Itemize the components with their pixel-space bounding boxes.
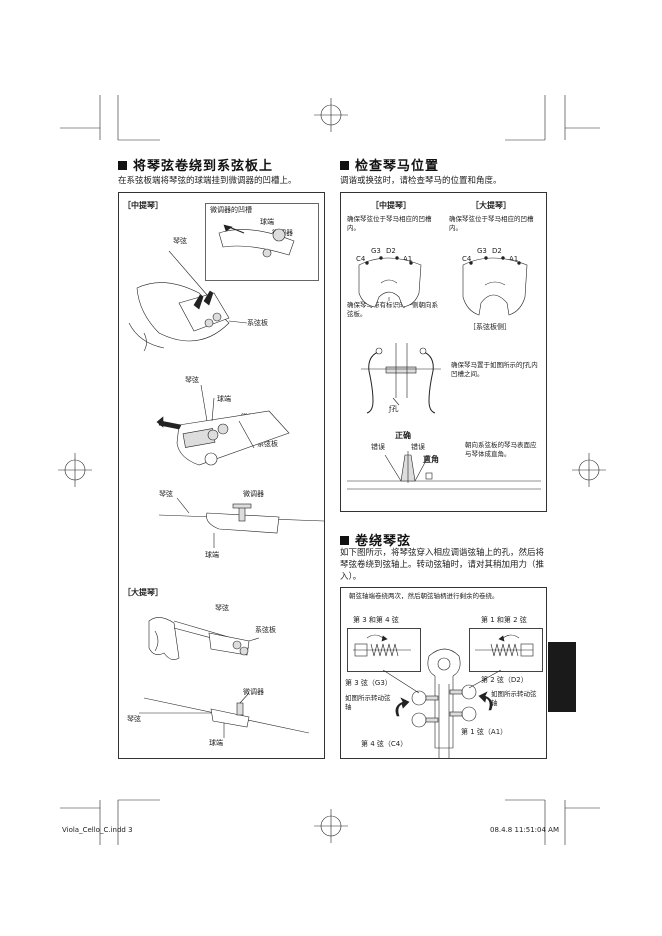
square-bullet-icon xyxy=(118,161,127,170)
section-tab xyxy=(548,642,576,712)
bridge-illustrations xyxy=(341,193,546,511)
right-bottom-body: 如下图所示，将琴弦穿入相应调谐弦轴上的孔，然后将琴弦卷绕到弦轴上。转动弦轴时，请… xyxy=(340,547,546,583)
bridge-panel: ［中提琴］ ［大提琴］ 确保琴弦位于琴马相应的凹槽内。 确保琴弦位于琴马相应的凹… xyxy=(340,192,547,512)
left-panel: ［中提琴］ ［大提琴］ 微调器的凹槽 球端 微调器 琴弦 系弦板 琴弦 球端 微… xyxy=(118,192,325,759)
footer-file: Viola_Cello_C.indd 3 xyxy=(62,826,133,834)
pegbox-illustration xyxy=(341,588,546,758)
square-bullet-icon xyxy=(340,536,349,545)
viola-tailpiece-illustration xyxy=(119,193,324,758)
left-section-subtitle: 在系弦板端将琴弦的球端挂到微调器的凹槽上。 xyxy=(118,175,297,187)
footer-timestamp: 08.4.8 11:51:04 AM xyxy=(490,826,559,834)
square-bullet-icon xyxy=(340,161,349,170)
left-section-title: 将琴弦卷绕到系弦板上 xyxy=(118,155,273,174)
winding-panel: 朝弦轴端卷绕两次，然后朝弦轴柄进行剩余的卷绕。 第 3 和第 4 弦 第 1 和… xyxy=(340,587,547,759)
right-top-subtitle: 调谐或换弦时，请检查琴马的位置和角度。 xyxy=(340,175,502,187)
right-top-title: 检查琴马位置 xyxy=(340,155,439,174)
